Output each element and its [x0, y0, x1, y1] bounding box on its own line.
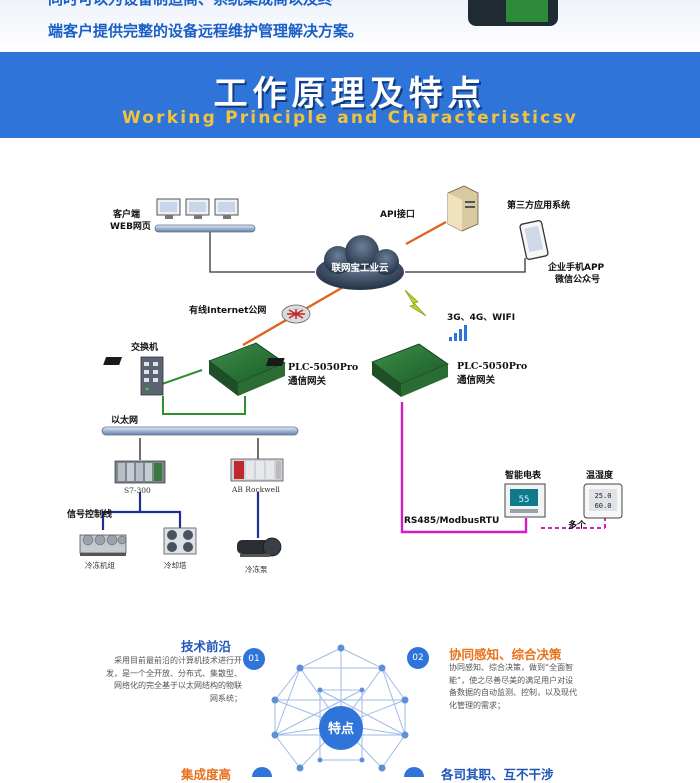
app-label-1: 企业手机APP	[547, 261, 605, 273]
rs485-label: RS485/ModbusRTU	[404, 516, 499, 526]
temp-label: 温湿度	[586, 469, 614, 481]
api-label: API接口	[380, 208, 415, 220]
feature-01-line: 网系统；	[210, 693, 242, 703]
top-intro: 同时可以为设备制造商、系统集成商以及终 端客户提供完整的设备远程维护管理解决方案…	[0, 0, 700, 52]
feature-02-line: 协同感知、综合决策，做到“全面智	[449, 663, 574, 672]
intro-line-2: 端客户提供完整的设备远程维护管理解决方案。	[48, 22, 364, 40]
monitor-icon	[156, 198, 181, 219]
app-cloud-line	[405, 258, 526, 273]
ab-label: AB Rockwell	[231, 485, 280, 494]
banner-title: 工作原理及特点	[213, 74, 487, 114]
feature-01-line: 发，是一个全开放、分布式、集散型、	[106, 668, 242, 678]
temp-display-1: 25.0	[595, 492, 612, 500]
cooling-tower-icon	[163, 527, 197, 555]
signal-bars-icon	[449, 325, 467, 341]
meter-icon	[504, 483, 546, 518]
switch-gateway-line	[161, 369, 203, 385]
rs485-line	[400, 402, 528, 534]
feature-01-line: 网络化的完全基于以太网结构的物联	[114, 681, 242, 690]
phone-icon	[519, 220, 549, 260]
cooling-tower-label: 冷却塔	[164, 560, 187, 570]
wired-label: 有线Internet公网	[189, 304, 266, 316]
feature-01-line: 采用目前最前沿的计算机技术进行开	[114, 656, 242, 665]
cloud-label: 联网宝工业云	[331, 262, 389, 274]
chiller-label: 冷冻机组	[85, 560, 115, 570]
app-label-2: 微信公众号	[554, 273, 600, 285]
api-line	[405, 220, 447, 246]
s7-plc-icon	[114, 460, 166, 484]
signal-line-label: 信号控制线	[67, 508, 112, 520]
gateway-1-name: PLC-5050Pro	[288, 362, 358, 373]
third-party-label: 第三方应用系统	[507, 199, 570, 211]
feature-04-badge	[404, 767, 424, 777]
pump-icon	[237, 537, 282, 557]
meter-display: 55	[519, 495, 530, 505]
router-icon	[281, 304, 311, 324]
feature-01-badge: 01	[243, 648, 265, 670]
gateway-1-icon	[103, 342, 286, 396]
gateway-1-sub: 通信网关	[288, 375, 327, 387]
feature-02-line: 备数据的自动监测、控制，以及现代	[449, 688, 577, 697]
ethernet-bus-bar	[101, 426, 299, 436]
temp-sensor-icon	[583, 483, 623, 519]
gateway-2-icon	[265, 343, 449, 397]
signal-line-tower	[140, 510, 182, 530]
feature-network-graphic	[271, 644, 409, 772]
ab-plc-icon	[230, 458, 284, 482]
feature-04-title: 各司其职、互不干涉	[441, 767, 554, 782]
monitor-icon	[214, 198, 239, 219]
switch-label: 交换机	[131, 341, 158, 353]
web-bus-bar	[154, 224, 256, 233]
cloud-icon	[316, 235, 404, 290]
temp-display-2: 60.0	[595, 502, 612, 510]
feature-01-desc: 采用目前最前沿的计算机技术进行开 发，是一个全开放、分布式、集散型、 网络化的完…	[100, 655, 242, 705]
gateway-2-name: PLC-5050Pro	[457, 361, 527, 372]
meter-label: 智能电表	[505, 469, 542, 481]
section-banner: 工作原理及特点 Working Principle and Characteri…	[0, 52, 700, 138]
web-clients	[156, 198, 239, 219]
gateway-2-sub: 通信网关	[457, 374, 496, 386]
device-terminal	[506, 0, 548, 22]
feature-02-desc: 协同感知、综合决策，做到“全面智 能”，使之尽善尽美的满足用户对设 备数据的自动…	[449, 662, 594, 712]
chiller-icon	[79, 534, 127, 556]
signal-line-chiller	[101, 492, 142, 530]
web-label-2: WEB网页	[110, 221, 151, 232]
ethernet-label: 以太网	[111, 414, 138, 426]
feature-02-line: 化管理的需求；	[449, 700, 505, 710]
gateway-ethernet-line	[162, 396, 246, 415]
feature-02-title: 协同感知、综合决策	[449, 647, 562, 662]
s7-label: S7-300	[124, 486, 151, 495]
feature-center-label: 特点	[328, 721, 354, 737]
network-diagram: 客户端 WEB网页 API接口 第三方应用系统 企业手机APP 微信公众号 联网…	[67, 185, 623, 777]
pump-label: 冷冻泵	[245, 564, 268, 574]
intro-line-1: 同时可以为设备制造商、系统集成商以及终	[48, 0, 333, 9]
feature-03-badge	[252, 767, 272, 777]
monitor-icon	[185, 198, 210, 219]
web-label-1: 客户端	[112, 208, 140, 220]
feature-03-title: 集成度高	[181, 767, 232, 782]
wireless-label: 3G、4G、WIFI	[447, 313, 515, 323]
feature-02-line: 能”，使之尽善尽美的满足用户对设	[449, 675, 574, 685]
many-label: 多个	[568, 519, 587, 531]
feature-02-badge: 02	[407, 647, 429, 669]
server-icon	[447, 185, 479, 232]
banner-subtitle: Working Principle and Characteristicsv	[121, 108, 579, 128]
switch-icon	[140, 356, 164, 396]
web-cloud-line	[209, 230, 315, 273]
wireless-icon	[404, 289, 427, 317]
feature-01-title: 技术前沿	[181, 639, 232, 654]
